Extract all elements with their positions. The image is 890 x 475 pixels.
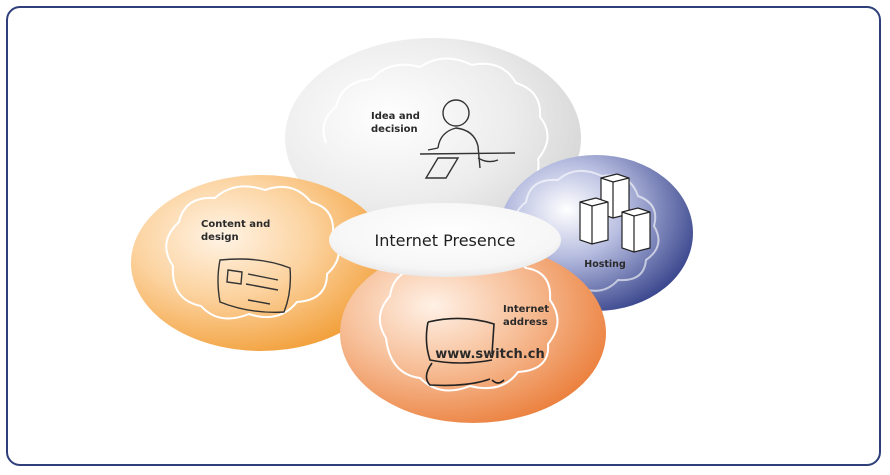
center-label: Internet Presence	[374, 231, 515, 250]
address-label-line2: address	[503, 317, 548, 328]
person-at-desk-icon	[419, 99, 516, 179]
monitor-icon	[425, 317, 505, 387]
bubble-address: Internet address www.switch.ch	[340, 243, 606, 423]
diagram-frame: Idea and decision Content and design	[6, 6, 881, 466]
idea-cloud-outline	[322, 57, 549, 192]
address-label-line1: Internet	[503, 304, 549, 315]
bubble-content: Content and design	[131, 175, 391, 351]
internet-presence-diagram: Idea and decision Content and design	[131, 38, 693, 423]
hosting-label: Hosting	[584, 259, 626, 270]
center-node: Internet Presence	[329, 203, 561, 277]
idea-label-line1: Idea and	[371, 111, 420, 122]
document-card-icon	[217, 258, 292, 313]
idea-label-line2: decision	[371, 124, 418, 135]
servers-icon	[579, 173, 651, 253]
url-text: www.switch.ch	[435, 347, 544, 362]
bubble-idea: Idea and decision	[285, 38, 581, 238]
content-label-line1: Content and	[201, 219, 270, 230]
content-label-line2: design	[201, 232, 239, 243]
